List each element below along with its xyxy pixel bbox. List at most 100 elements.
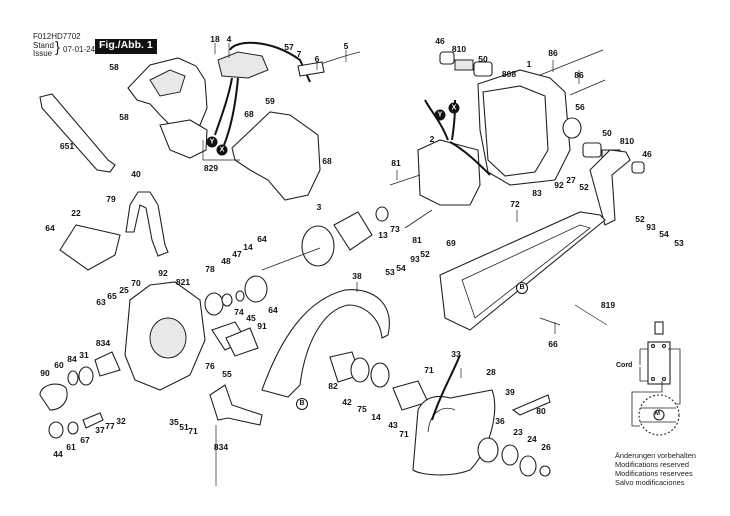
part-label[interactable]: 31 bbox=[79, 349, 89, 360]
part-label[interactable]: 75 bbox=[357, 403, 367, 414]
part-label[interactable]: 2 bbox=[429, 133, 435, 144]
part-label[interactable]: 84 bbox=[67, 353, 77, 364]
part-label[interactable]: 64 bbox=[45, 222, 55, 233]
brace-glyph: } bbox=[55, 39, 61, 56]
part-label[interactable]: 91 bbox=[257, 320, 267, 331]
part-label[interactable]: 68 bbox=[244, 108, 254, 119]
part-label[interactable]: 35 bbox=[169, 416, 179, 427]
part-label[interactable]: 52 bbox=[420, 248, 430, 259]
part-label[interactable]: 829 bbox=[203, 162, 219, 173]
part-label[interactable]: 36 bbox=[495, 415, 505, 426]
part-label[interactable]: 39 bbox=[505, 386, 515, 397]
part-label[interactable]: 47 bbox=[232, 248, 242, 259]
part-label[interactable]: 48 bbox=[221, 255, 231, 266]
part-label[interactable]: 7 bbox=[296, 48, 302, 59]
part-label[interactable]: 59 bbox=[265, 95, 275, 106]
part-label[interactable]: 5 bbox=[343, 40, 349, 51]
part-label[interactable]: 81 bbox=[412, 234, 422, 245]
part-label[interactable]: 90 bbox=[40, 367, 50, 378]
part-label[interactable]: 86 bbox=[574, 69, 584, 80]
part-label[interactable]: 69 bbox=[446, 237, 456, 248]
part-label[interactable]: 81 bbox=[391, 157, 401, 168]
part-label[interactable]: 92 bbox=[554, 179, 564, 190]
part-label[interactable]: 14 bbox=[371, 411, 381, 422]
part-label[interactable]: 65 bbox=[107, 290, 117, 301]
part-label[interactable]: 46 bbox=[435, 35, 445, 46]
part-label[interactable]: 26 bbox=[541, 441, 551, 452]
part-label[interactable]: 52 bbox=[579, 181, 589, 192]
part-label[interactable]: 76 bbox=[205, 360, 215, 371]
part-label[interactable]: 86 bbox=[548, 47, 558, 58]
part-label[interactable]: 24 bbox=[527, 433, 537, 444]
part-label[interactable]: 33 bbox=[451, 348, 461, 359]
lower-blade-guard bbox=[412, 389, 496, 476]
part-label[interactable]: 46 bbox=[642, 148, 652, 159]
part-label[interactable]: 72 bbox=[510, 198, 520, 209]
part-label[interactable]: 43 bbox=[388, 419, 398, 430]
part-label[interactable]: 45 bbox=[246, 312, 256, 323]
part-label[interactable]: 79 bbox=[106, 193, 116, 204]
part-label[interactable]: 58 bbox=[109, 61, 119, 72]
part-label[interactable]: 810 bbox=[451, 43, 467, 54]
part-label[interactable]: 51 bbox=[179, 421, 189, 432]
part-label[interactable]: 27 bbox=[566, 174, 576, 185]
part-label[interactable]: 71 bbox=[424, 364, 434, 375]
part-label[interactable]: 93 bbox=[646, 221, 656, 232]
part-label[interactable]: 60 bbox=[54, 359, 64, 370]
part-label[interactable]: 70 bbox=[131, 277, 141, 288]
part-label[interactable]: 3 bbox=[316, 201, 322, 212]
part-label[interactable]: 44 bbox=[53, 448, 63, 459]
part-label[interactable]: 810 bbox=[619, 135, 635, 146]
part-label[interactable]: 53 bbox=[385, 266, 395, 277]
part-label[interactable]: 61 bbox=[66, 441, 76, 452]
part-label[interactable]: 1 bbox=[526, 58, 532, 69]
part-label[interactable]: 74 bbox=[234, 306, 244, 317]
part-label[interactable]: 77 bbox=[105, 420, 115, 431]
part-label[interactable]: 32 bbox=[116, 415, 126, 426]
part-label[interactable]: 50 bbox=[602, 127, 612, 138]
part-label[interactable]: 37 bbox=[95, 424, 105, 435]
part-label[interactable]: 651 bbox=[59, 140, 75, 151]
part-label[interactable]: 54 bbox=[396, 262, 406, 273]
part-label[interactable]: 834 bbox=[213, 441, 229, 452]
part-label[interactable]: 23 bbox=[513, 426, 523, 437]
part-label[interactable]: 55 bbox=[222, 368, 232, 379]
part-label[interactable]: 25 bbox=[119, 284, 129, 295]
part-label[interactable]: 71 bbox=[399, 428, 409, 439]
part-label[interactable]: 28 bbox=[486, 366, 496, 377]
part-label[interactable]: 38 bbox=[352, 270, 362, 281]
part-label[interactable]: 66 bbox=[548, 338, 558, 349]
part-label[interactable]: 819 bbox=[600, 299, 616, 310]
part-label[interactable]: 52 bbox=[635, 213, 645, 224]
part-label[interactable]: 56 bbox=[575, 101, 585, 112]
part-label[interactable]: 71 bbox=[188, 425, 198, 436]
part-label[interactable]: 821 bbox=[175, 276, 191, 287]
part-label[interactable]: 73 bbox=[390, 223, 400, 234]
part-label[interactable]: 50 bbox=[478, 53, 488, 64]
part-label[interactable]: 53 bbox=[674, 237, 684, 248]
part-label[interactable]: 40 bbox=[131, 168, 141, 179]
part-label[interactable]: 22 bbox=[71, 207, 81, 218]
part-label[interactable]: 92 bbox=[158, 267, 168, 278]
part-label[interactable]: 68 bbox=[322, 155, 332, 166]
part-label[interactable]: 18 bbox=[210, 33, 220, 44]
part-label[interactable]: 82 bbox=[328, 380, 338, 391]
part-label[interactable]: 64 bbox=[268, 304, 278, 315]
part-label[interactable]: 57 bbox=[284, 41, 294, 52]
part-label[interactable]: 808 bbox=[501, 68, 517, 79]
part-label[interactable]: 834 bbox=[95, 337, 111, 348]
part-label[interactable]: 63 bbox=[96, 296, 106, 307]
part-label[interactable]: 83 bbox=[532, 187, 542, 198]
part-label[interactable]: 64 bbox=[257, 233, 267, 244]
part-label[interactable]: 78 bbox=[205, 263, 215, 274]
part-label[interactable]: 80 bbox=[536, 405, 546, 416]
part-label[interactable]: 54 bbox=[659, 228, 669, 239]
part-label[interactable]: 14 bbox=[243, 241, 253, 252]
part-label[interactable]: 4 bbox=[226, 33, 232, 44]
part-label[interactable]: 42 bbox=[342, 396, 352, 407]
part-label[interactable]: 13 bbox=[378, 229, 388, 240]
part-label[interactable]: 93 bbox=[410, 253, 420, 264]
part-label[interactable]: 67 bbox=[80, 434, 90, 445]
part-label[interactable]: 58 bbox=[119, 111, 129, 122]
part-label[interactable]: 6 bbox=[314, 53, 320, 64]
